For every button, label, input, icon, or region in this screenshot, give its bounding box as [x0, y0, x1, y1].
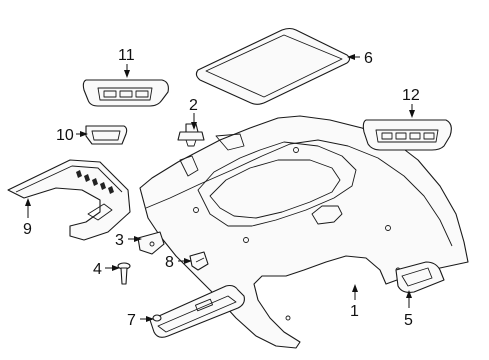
right-visor-part	[395, 261, 445, 293]
screw-part	[117, 262, 131, 285]
sunvisor-part	[149, 284, 245, 338]
leader-lines	[25, 54, 415, 322]
callout-3: 3	[115, 232, 124, 249]
callout-6: 6	[364, 50, 373, 67]
clip-part	[177, 123, 205, 147]
overhead-console-part	[82, 79, 169, 107]
callout-10: 10	[56, 127, 74, 144]
rear-console-part	[362, 119, 452, 151]
callout-8: 8	[165, 254, 174, 271]
hook-part	[189, 251, 209, 271]
callout-7: 7	[127, 312, 136, 329]
rear-trim-panel-part	[7, 159, 131, 241]
callout-12: 12	[402, 87, 420, 104]
sunroof-seal-part	[195, 27, 351, 105]
callout-4: 4	[93, 261, 102, 278]
bracket-part	[137, 231, 165, 255]
callout-11: 11	[118, 47, 135, 64]
callout-5: 5	[404, 312, 413, 329]
lamp-lens-part	[85, 125, 128, 145]
callout-2: 2	[189, 97, 198, 114]
callout-1: 1	[350, 303, 359, 320]
callout-9: 9	[23, 221, 32, 238]
